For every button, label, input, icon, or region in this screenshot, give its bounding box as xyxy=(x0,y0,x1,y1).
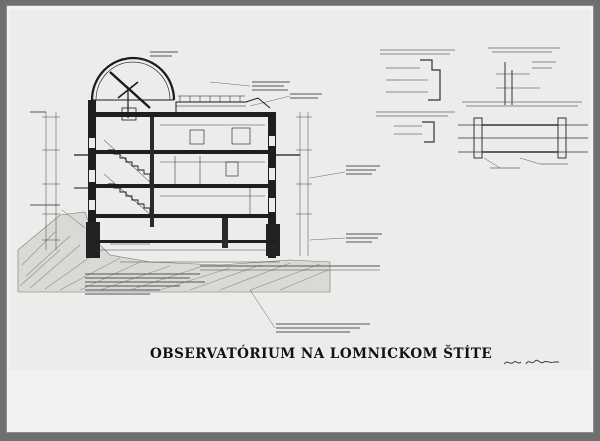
rock-terrain xyxy=(17,211,331,293)
annotation-blocks xyxy=(30,51,382,333)
dimension-lines xyxy=(42,112,380,271)
building-section xyxy=(74,95,300,258)
observatory-dome xyxy=(90,56,176,121)
detail-drawings xyxy=(376,47,588,169)
annotation-leaders xyxy=(61,57,346,329)
drawing-title: OBSERVATÓRIUM NA LOMNICKOM ŠTÍTE xyxy=(150,346,493,362)
handwritten-signature-icon xyxy=(503,359,559,365)
